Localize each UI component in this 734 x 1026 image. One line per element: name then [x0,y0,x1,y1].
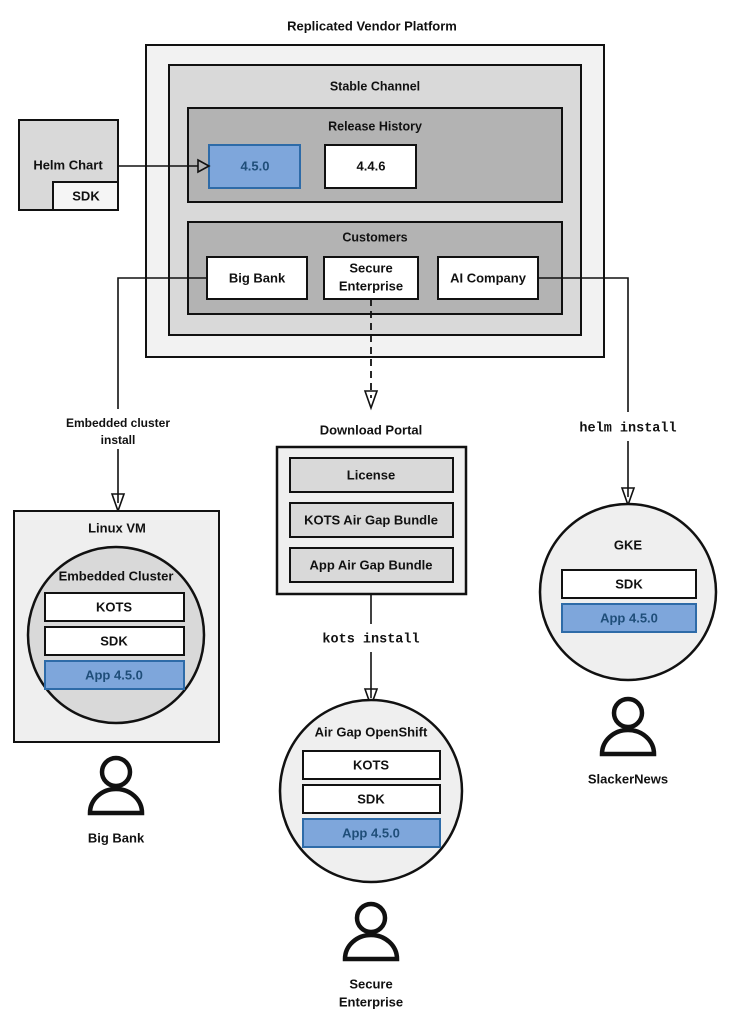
helm-chart-sdk-label: SDK [72,188,100,203]
release-history-title: Release History [328,119,422,133]
artifact-label: KOTS Air Gap Bundle [304,512,438,527]
edge-portal-to-openshift [363,594,379,709]
artifact-box[interactable] [289,457,454,493]
person-head-icon [611,696,645,730]
user-label-line2: Enterprise [339,994,403,1009]
edge-label-helm-install: helm install [579,422,676,437]
person-head-icon [99,755,133,789]
component-label: KOTS [96,599,132,614]
customer-box[interactable] [206,256,308,300]
person-body-icon [342,932,400,962]
component-label: App 4.5.0 [342,825,400,840]
user-label: Big Bank [88,830,145,845]
edge-label-embedded-install-line2: install [101,433,136,447]
edge-label-kots-install: kots install [322,633,419,648]
customer-box[interactable] [437,256,539,300]
helm-chart-label: Helm Chart [33,157,103,172]
customer-secure-enterprise[interactable]: Secure Enterprise [323,256,419,300]
edge-helm-to-release [118,158,211,174]
component-label: SDK [615,576,643,591]
customer-big-bank[interactable]: Big Bank [206,256,308,300]
customer-label: Big Bank [229,270,286,285]
component-box[interactable] [561,569,697,599]
customer-label-line2: Enterprise [339,278,403,293]
gke-node[interactable]: GKE SDK App 4.5.0 [538,502,718,682]
edge-label-embedded-install-line1: Embedded cluster [66,416,170,430]
component-app[interactable]: App 4.5.0 [561,603,697,633]
component-kots[interactable]: KOTS [44,592,185,622]
artifact-license[interactable]: License [289,457,454,493]
release-chip-previous[interactable] [324,144,417,189]
airgap-openshift-node[interactable]: Air Gap OpenShift KOTS SDK App 4.5.0 [278,698,464,884]
artifact-box[interactable] [289,547,454,583]
component-box[interactable] [44,626,185,656]
component-label: App 4.5.0 [85,667,143,682]
artifact-label: App Air Gap Bundle [309,557,432,572]
download-portal-title: Download Portal [320,422,423,437]
customers-title: Customers [342,230,407,244]
helm-chart-node[interactable]: Helm Chart SDK [18,119,119,211]
edge-secure-to-download-portal [363,299,379,411]
component-box-highlighted[interactable] [561,603,697,633]
release-version-label: 4.4.6 [357,158,386,173]
component-box[interactable] [302,784,441,814]
component-kots[interactable]: KOTS [302,750,441,780]
customer-label-line1: Secure [349,260,392,275]
page-title: Replicated Vendor Platform [287,18,457,33]
artifact-label: License [347,467,395,482]
airgap-openshift-title: Air Gap OpenShift [315,724,428,739]
component-label: KOTS [353,757,389,772]
user-label-line1: Secure [349,976,392,991]
customer-label: AI Company [450,270,527,285]
release-chip-current[interactable] [208,144,301,189]
component-sdk[interactable]: SDK [44,626,185,656]
stable-channel-title: Stable Channel [330,79,420,93]
linux-vm-title: Linux VM [88,520,146,535]
release-item-4-5-0[interactable]: 4.5.0 [208,144,301,189]
edge-bigbank-to-linuxvm [110,277,207,514]
user-label: SlackerNews [588,771,668,786]
customer-ai-company[interactable]: AI Company [437,256,539,300]
edge-aicompany-to-gke [538,277,636,508]
person-body-icon [87,786,145,816]
component-label: SDK [357,791,385,806]
component-sdk[interactable]: SDK [302,784,441,814]
component-box-highlighted[interactable] [44,660,185,690]
person-body-icon [599,727,657,757]
gke-title: GKE [614,537,643,552]
release-item-4-4-6[interactable]: 4.4.6 [324,144,417,189]
component-label: SDK [100,633,128,648]
customer-box[interactable] [323,256,419,300]
component-app[interactable]: App 4.5.0 [302,818,441,848]
component-sdk[interactable]: SDK [561,569,697,599]
person-head-icon [354,901,388,935]
artifact-app-air-gap-bundle[interactable]: App Air Gap Bundle [289,547,454,583]
user-secure-enterprise: Secure Enterprise [339,901,403,1009]
component-label: App 4.5.0 [600,610,658,625]
artifact-box[interactable] [289,502,454,538]
component-app[interactable]: App 4.5.0 [44,660,185,690]
component-box[interactable] [302,750,441,780]
linux-vm-node[interactable]: Linux VM Embedded Cluster KOTS SDK App 4… [13,510,220,743]
artifact-kots-air-gap-bundle[interactable]: KOTS Air Gap Bundle [289,502,454,538]
helm-chart-sdk-box[interactable] [52,181,119,211]
user-big-bank: Big Bank [87,755,145,845]
download-portal-node[interactable]: Download Portal License KOTS Air Gap Bun… [275,422,468,596]
component-box[interactable] [44,592,185,622]
component-box-highlighted[interactable] [302,818,441,848]
embedded-cluster-title: Embedded Cluster [59,568,174,583]
release-version-label: 4.5.0 [241,158,270,173]
user-slackernews: SlackerNews [588,696,668,786]
